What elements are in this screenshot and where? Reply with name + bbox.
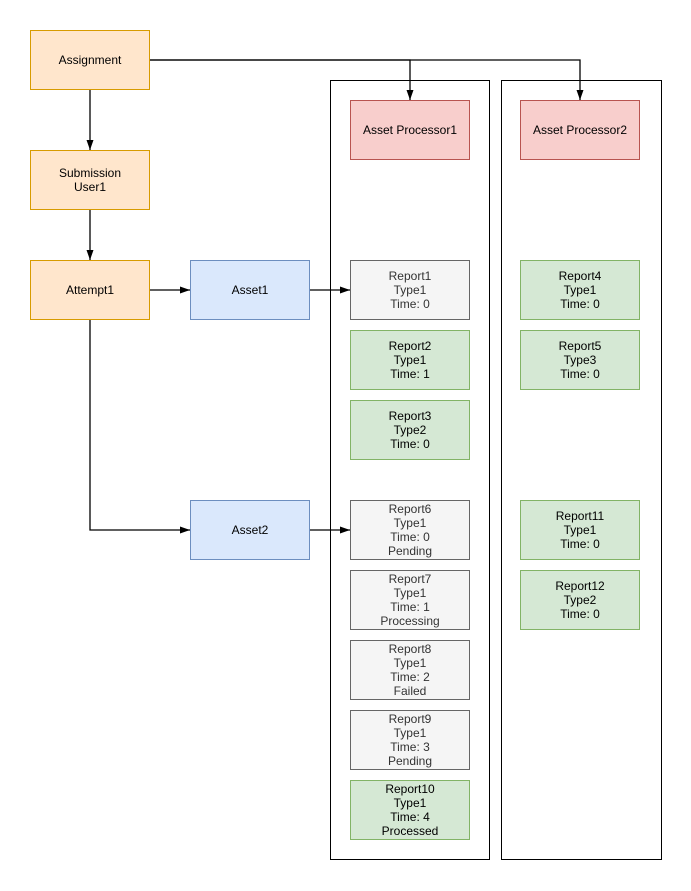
node-label: Type1 (393, 796, 427, 810)
node-label: Type1 (393, 726, 427, 740)
node-report2: Report2 Type1 Time: 1 (350, 330, 470, 390)
node-label: Report9 (388, 712, 432, 726)
node-report4: Report4 Type1 Time: 0 (520, 260, 640, 320)
container-asset-processor2 (501, 80, 662, 860)
node-label: Type2 (563, 593, 597, 607)
node-assignment: Assignment (30, 30, 150, 90)
node-label: Time: 0 (560, 537, 600, 551)
node-label: Report10 (385, 782, 435, 796)
node-asset2: Asset2 (190, 500, 310, 560)
node-asset-processor1: Asset Processor1 (350, 100, 470, 160)
node-label: Report11 (555, 509, 605, 523)
node-label: Report4 (558, 269, 602, 283)
node-label: Report8 (388, 642, 432, 656)
node-label: Report3 (388, 409, 432, 423)
node-label: Report7 (388, 572, 432, 586)
node-label: Processed (381, 824, 439, 838)
node-label: Report2 (388, 339, 432, 353)
node-label: Time: 0 (390, 437, 430, 451)
node-label: Time: 1 (390, 367, 430, 381)
node-attempt1: Attempt1 (30, 260, 150, 320)
node-report8: Report8 Type1 Time: 2 Failed (350, 640, 470, 700)
node-label: Time: 0 (560, 297, 600, 311)
node-report9: Report9 Type1 Time: 3 Pending (350, 710, 470, 770)
node-label: Type1 (393, 586, 427, 600)
node-label: Time: 0 (390, 530, 430, 544)
node-asset-processor2: Asset Processor2 (520, 100, 640, 160)
node-report12: Report12 Type2 Time: 0 (520, 570, 640, 630)
node-label: Type1 (393, 656, 427, 670)
node-report1: Report1 Type1 Time: 0 (350, 260, 470, 320)
node-report10: Report10 Type1 Time: 4 Processed (350, 780, 470, 840)
node-label: Asset1 (231, 283, 269, 297)
node-label: Time: 3 (390, 740, 430, 754)
node-label: Time: 0 (560, 367, 600, 381)
node-label: Submission (58, 166, 122, 180)
node-label: Type1 (393, 516, 427, 530)
node-label: Report12 (555, 579, 605, 593)
node-label: Type1 (563, 283, 597, 297)
node-label: Report1 (388, 269, 432, 283)
node-label: Time: 4 (390, 810, 430, 824)
node-label: Report5 (558, 339, 602, 353)
node-label: Type1 (393, 283, 427, 297)
node-submission-user1: Submission User1 (30, 150, 150, 210)
edge-attempt1-to-asset2 (89, 320, 190, 534)
node-label: Asset2 (231, 523, 269, 537)
node-report7: Report7 Type1 Time: 1 Processing (350, 570, 470, 630)
node-label: Type1 (393, 353, 427, 367)
node-report11: Report11 Type1 Time: 0 (520, 500, 640, 560)
node-label: Processing (380, 614, 440, 628)
node-label: Pending (387, 544, 433, 558)
node-label: Report6 (388, 502, 432, 516)
node-label: Type3 (563, 353, 597, 367)
node-label: Time: 2 (390, 670, 430, 684)
node-label: Time: 0 (390, 297, 430, 311)
node-report6: Report6 Type1 Time: 0 Pending (350, 500, 470, 560)
node-label: Asset Processor1 (362, 123, 458, 137)
node-label: Time: 1 (390, 600, 430, 614)
node-report5: Report5 Type3 Time: 0 (520, 330, 640, 390)
node-label: Time: 0 (560, 607, 600, 621)
node-label: Type1 (563, 523, 597, 537)
node-label: Asset Processor2 (532, 123, 628, 137)
node-label: Failed (393, 684, 427, 698)
node-label: Type2 (393, 423, 427, 437)
node-asset1: Asset1 (190, 260, 310, 320)
node-label: User1 (73, 180, 106, 194)
node-report3: Report3 Type2 Time: 0 (350, 400, 470, 460)
node-label: Attempt1 (65, 283, 115, 297)
node-label: Assignment (58, 53, 122, 67)
node-label: Pending (387, 754, 433, 768)
